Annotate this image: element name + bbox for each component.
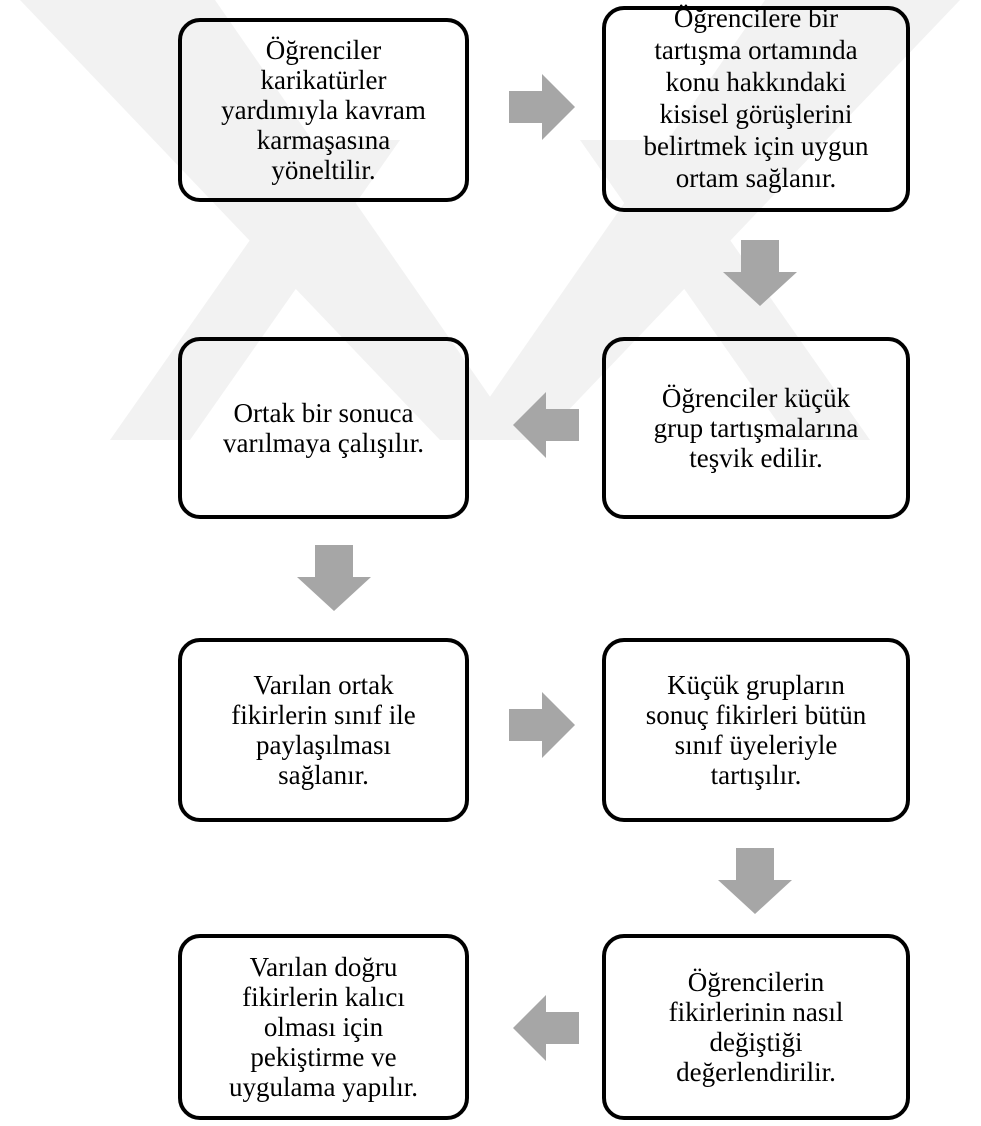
- arrow-right-1-icon: [509, 74, 575, 140]
- arrow-down-3-icon: [718, 848, 792, 914]
- step-6-box: Küçük grupların sonuç fikirleri bütün sı…: [602, 638, 910, 822]
- step-2-box: Öğrencilere bir tartışma ortamında konu …: [602, 3, 910, 212]
- step-7-box: Öğrencilerin fikirlerinin nasıl değiştiğ…: [602, 934, 910, 1120]
- arrow-down-1-icon: [723, 240, 797, 306]
- step-8-text: Varılan doğru fikirlerin kalıcı olması i…: [229, 952, 418, 1102]
- step-4-box: Ortak bir sonuca varılmaya çalışılır.: [178, 337, 469, 519]
- step-3-text: Öğrenciler küçük grup tartışmalarına teş…: [653, 383, 859, 473]
- arrow-right-2-icon: [509, 692, 575, 758]
- step-2-text: Öğrencilere bir tartışma ortamında konu …: [643, 3, 869, 193]
- step-5-box: Varılan ortak fikirlerin sınıf ile payla…: [178, 638, 469, 822]
- step-1-box: Öğrenciler karikatürler yardımıyla kavra…: [178, 18, 469, 202]
- arrow-down-2-icon: [297, 545, 371, 611]
- arrow-left-1-icon: [513, 392, 579, 458]
- step-4-text: Ortak bir sonuca varılmaya çalışılır.: [223, 398, 424, 458]
- step-1-text: Öğrenciler karikatürler yardımıyla kavra…: [221, 35, 426, 185]
- step-6-text: Küçük grupların sonuç fikirleri bütün sı…: [645, 670, 867, 790]
- step-5-text: Varılan ortak fikirlerin sınıf ile payla…: [231, 670, 416, 790]
- step-8-box: Varılan doğru fikirlerin kalıcı olması i…: [178, 934, 469, 1120]
- step-7-text: Öğrencilerin fikirlerinin nasıl değiştiğ…: [668, 967, 844, 1087]
- arrow-left-2-icon: [513, 995, 579, 1061]
- step-3-box: Öğrenciler küçük grup tartışmalarına teş…: [602, 337, 910, 519]
